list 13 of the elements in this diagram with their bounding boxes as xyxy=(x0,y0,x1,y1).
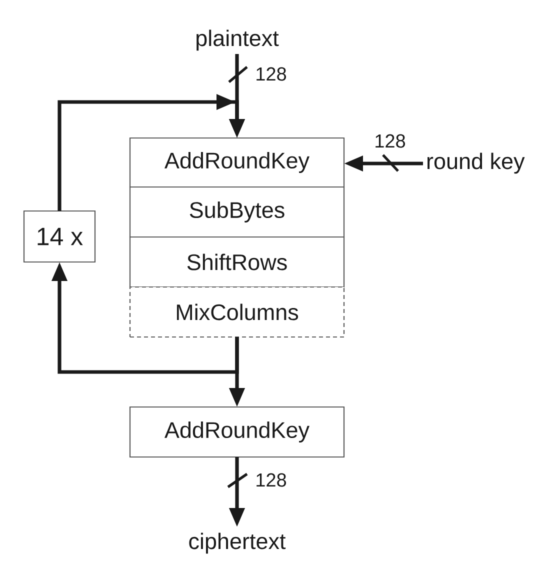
loop-count-box: 14 x xyxy=(23,210,96,263)
arrow xyxy=(58,94,246,211)
process-box: AddRoundKey xyxy=(129,406,345,458)
input-label: plaintext xyxy=(196,30,279,51)
process-box: MixColumns xyxy=(129,286,345,338)
output-label: ciphertext xyxy=(189,532,286,554)
edge-label: 128 xyxy=(373,133,407,149)
process-box: SubBytes xyxy=(129,186,345,238)
process-box: AddRoundKey xyxy=(129,137,345,188)
process-box: ShiftRows xyxy=(129,236,345,288)
edge-label: 128 xyxy=(254,472,288,488)
edge-label: 128 xyxy=(254,66,288,82)
input-label: round key xyxy=(428,152,525,174)
